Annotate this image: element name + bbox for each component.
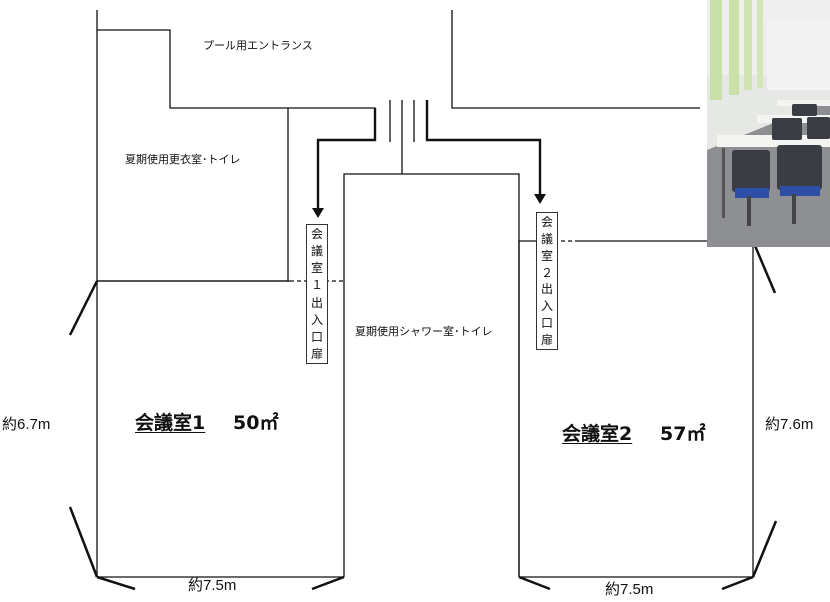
arrow-to-room2-head [534, 194, 546, 204]
arrow-to-room2-path [425, 100, 542, 195]
room2-area: 57㎡ [660, 423, 706, 445]
corridor-right-lower [426, 100, 541, 190]
shower-room-label: 夏期使用シャワー室･トイレ [355, 325, 493, 338]
arrow-to-room1-head [312, 208, 324, 218]
room1-area: 50㎡ [233, 412, 279, 434]
room2-door-label: 会 議 室 ２ 出 入 口 扉 [536, 212, 558, 350]
room2-name: 会議室2 [562, 423, 633, 445]
shower-room-outline [343, 173, 520, 577]
pool-entrance-label: プール用エントランス [203, 39, 313, 52]
room1-door-label: 会 議 室 １ 出 入 口 扉 [306, 224, 328, 364]
meeting-room-photo [707, 0, 830, 247]
room1-name: 会議室1 [135, 412, 206, 434]
changing-room-label: 夏期使用更衣室･トイレ [125, 153, 241, 166]
room2-outline [518, 240, 540, 577]
room2-height-label: 約7.6m [765, 416, 814, 433]
corridor-right-wall [451, 10, 700, 109]
arrow-to-room1-path [316, 108, 377, 210]
room1-width-label: 約7.5m [188, 577, 237, 594]
room1-height-label: 約6.7m [2, 416, 51, 433]
room2-width-label: 約7.5m [605, 581, 654, 598]
